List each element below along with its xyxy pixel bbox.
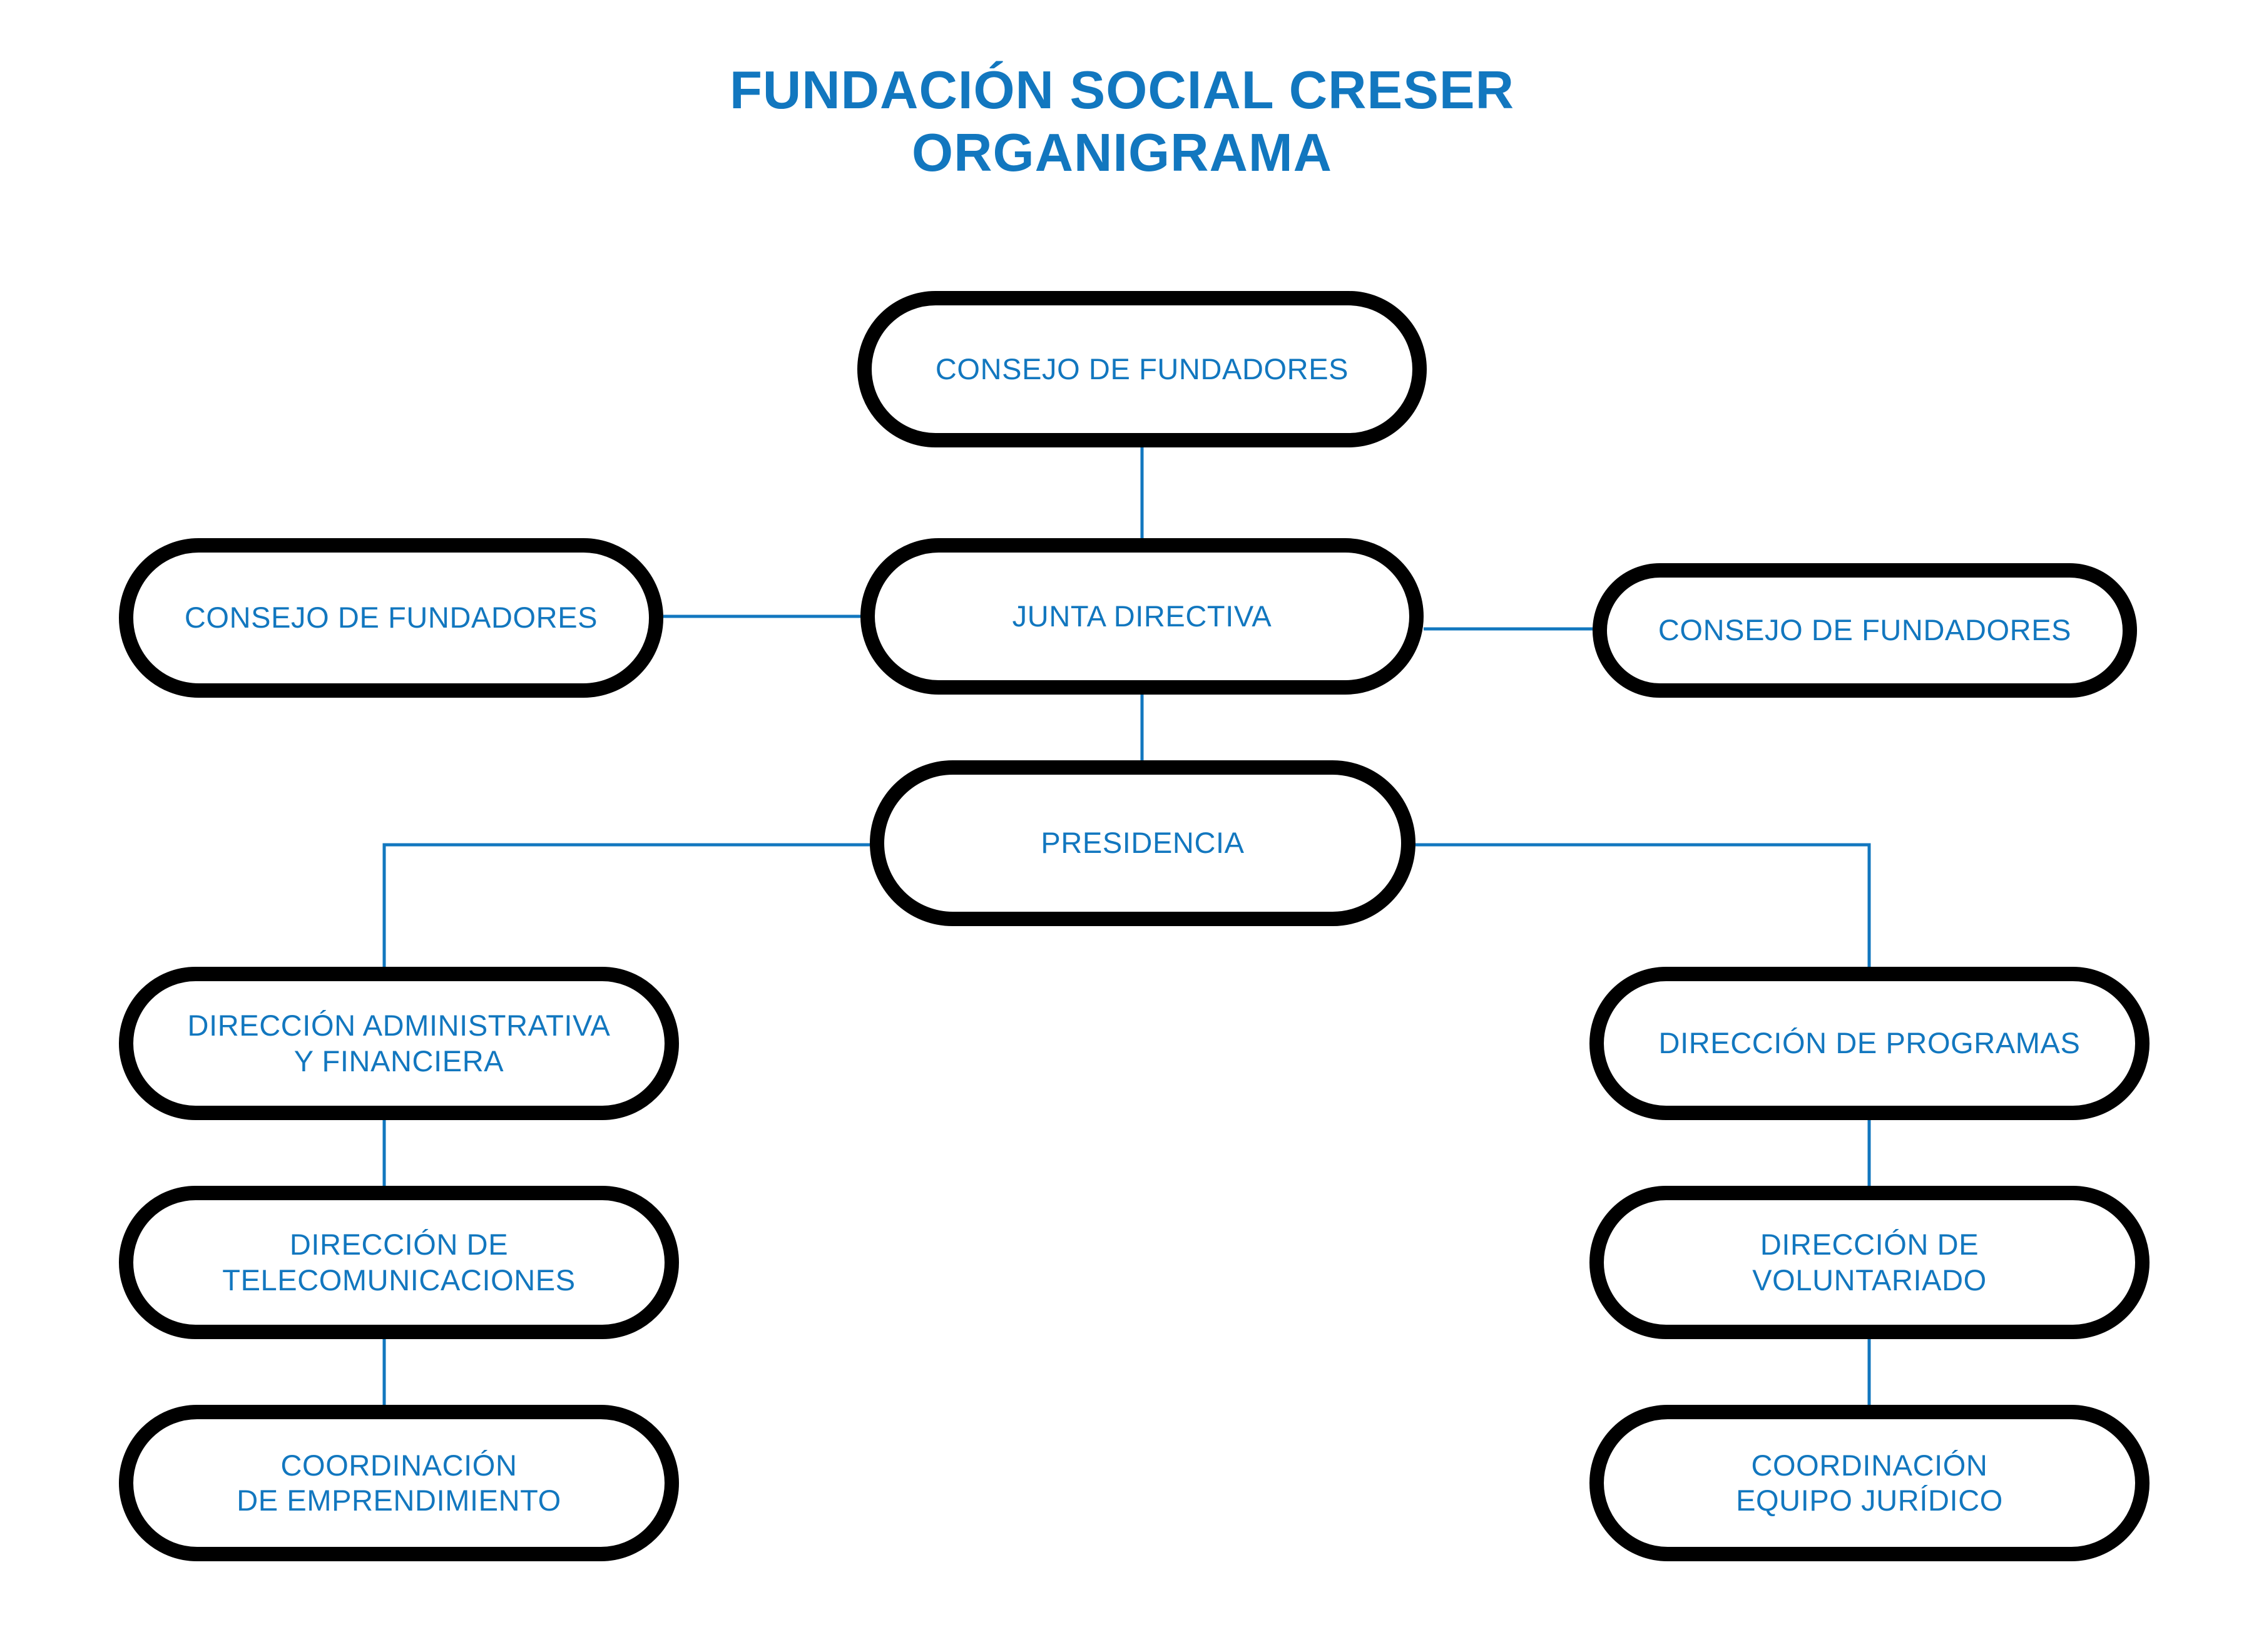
node-label: JUNTA DIRECTIVA: [1012, 599, 1272, 633]
edge-presidencia-to-dir-programas: [1415, 843, 1871, 967]
node-label: PRESIDENCIA: [1041, 826, 1245, 860]
title-line-2: ORGANIGRAMA: [911, 123, 1333, 183]
node-direccion-de-voluntariado[interactable]: DIRECCIÓN DE VOLUNTARIADO: [1589, 1186, 2150, 1339]
node-consejo-de-fundadores-top[interactable]: CONSEJO DE FUNDADORES: [857, 291, 1427, 447]
title-line-1: FUNDACIÓN SOCIAL CRESER: [729, 61, 1514, 120]
node-label: CONSEJO DE FUNDADORES: [1658, 613, 2072, 647]
node-label: DIRECCIÓN DE PROGRAMAS: [1658, 1026, 2081, 1060]
edge-presidencia-to-dir-admin: [382, 843, 870, 967]
node-consejo-de-fundadores-right[interactable]: CONSEJO DE FUNDADORES: [1593, 563, 2137, 698]
node-direccion-administrativa-y-financiera[interactable]: DIRECCIÓN ADMINISTRATIVA Y FINANCIERA: [119, 967, 679, 1120]
node-junta-directiva[interactable]: JUNTA DIRECTIVA: [860, 538, 1424, 695]
page-title: FUNDACIÓN SOCIAL CRESER ORGANIGRAMA: [0, 59, 2244, 185]
node-presidencia[interactable]: PRESIDENCIA: [870, 760, 1415, 926]
node-label: DIRECCIÓN DE TELECOMUNICACIONES: [222, 1228, 576, 1297]
node-label: CONSEJO DE FUNDADORES: [184, 601, 598, 635]
node-direccion-de-telecomunicaciones[interactable]: DIRECCIÓN DE TELECOMUNICACIONES: [119, 1186, 679, 1339]
node-label: CONSEJO DE FUNDADORES: [935, 352, 1349, 385]
node-label: COORDINACIÓN EQUIPO JURÍDICO: [1736, 1448, 2003, 1517]
node-label: DIRECCIÓN ADMINISTRATIVA Y FINANCIERA: [187, 1009, 611, 1078]
node-coordinacion-equipo-juridico[interactable]: COORDINACIÓN EQUIPO JURÍDICO: [1589, 1405, 2150, 1561]
node-label: DIRECCIÓN DE VOLUNTARIADO: [1752, 1228, 1987, 1297]
node-label: COORDINACIÓN DE EMPRENDIMIENTO: [237, 1448, 561, 1517]
node-consejo-de-fundadores-left[interactable]: CONSEJO DE FUNDADORES: [119, 538, 663, 698]
node-coordinacion-de-emprendimiento[interactable]: COORDINACIÓN DE EMPRENDIMIENTO: [119, 1405, 679, 1561]
node-direccion-de-programas[interactable]: DIRECCIÓN DE PROGRAMAS: [1589, 967, 2150, 1120]
